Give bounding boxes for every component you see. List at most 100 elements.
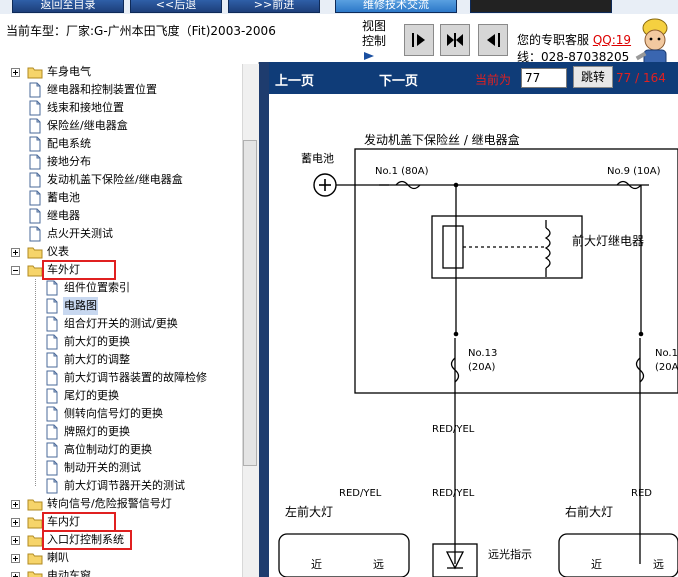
tree-item[interactable]: 继电器 bbox=[0, 207, 242, 225]
back-button[interactable]: <<后退 bbox=[130, 0, 222, 13]
tree-item-label: 尾灯的更换 bbox=[64, 389, 119, 402]
tree-item[interactable]: 车外灯 bbox=[0, 261, 242, 279]
back-to-catalog-button[interactable]: 返回至目录 bbox=[12, 0, 124, 13]
wire-label-2: RED/YEL bbox=[339, 488, 382, 499]
document-icon bbox=[29, 154, 41, 170]
folder-icon bbox=[27, 553, 43, 565]
tree-item[interactable]: 侧转向信号灯的更换 bbox=[0, 405, 242, 423]
right-near-label: 近 bbox=[591, 558, 602, 571]
tree-item[interactable]: 前大灯的更换 bbox=[0, 333, 242, 351]
highlight-exterior-lights bbox=[42, 260, 116, 280]
prev-page-link[interactable]: 上一页 bbox=[275, 74, 315, 89]
document-icon bbox=[46, 442, 58, 458]
expand-icon[interactable] bbox=[11, 500, 20, 509]
tree-item-label: 前大灯的更换 bbox=[64, 335, 130, 348]
tree-item[interactable]: 车身电气 bbox=[0, 63, 242, 81]
expand-icon[interactable] bbox=[11, 248, 20, 257]
document-icon bbox=[46, 352, 58, 368]
tree-item[interactable]: 车内灯 bbox=[0, 513, 242, 531]
top-dark-button[interactable] bbox=[470, 0, 612, 13]
tree-item[interactable]: 转向信号/危险报警信号灯 bbox=[0, 495, 242, 513]
service-label: 您的专职客服 bbox=[517, 33, 590, 47]
tree-item-label: 侧转向信号灯的更换 bbox=[64, 407, 163, 420]
view-double-page-button[interactable] bbox=[440, 24, 470, 56]
tree-item-label: 喇叭 bbox=[47, 551, 69, 564]
wire-label-3: RED/YEL bbox=[432, 488, 475, 499]
tree-item-label: 继电器 bbox=[47, 209, 80, 222]
qq-link[interactable]: QQ:19 bbox=[592, 33, 632, 47]
tree-item[interactable]: 保险丝/继电器盒 bbox=[0, 117, 242, 135]
document-icon bbox=[29, 190, 41, 206]
tree-item[interactable]: 前大灯的调整 bbox=[0, 351, 242, 369]
tree-item[interactable]: 电动车窗 bbox=[0, 567, 242, 577]
expand-icon[interactable] bbox=[11, 572, 20, 577]
tree-item-label: 高位制动灯的更换 bbox=[64, 443, 152, 456]
view-single-page-button[interactable] bbox=[404, 24, 434, 56]
expand-icon[interactable] bbox=[11, 536, 20, 545]
right-headlamp-box bbox=[558, 533, 678, 577]
next-page-link[interactable]: 下一页 bbox=[379, 74, 419, 89]
page-count: 77 / 164 bbox=[616, 71, 666, 85]
document-icon bbox=[29, 118, 41, 134]
document-icon bbox=[29, 208, 41, 224]
tree-item[interactable]: 尾灯的更换 bbox=[0, 387, 242, 405]
top-toolbar: 返回至目录 <<后退 >>前进 维修技术交流 bbox=[0, 0, 678, 14]
tech-exchange-button[interactable]: 维修技术交流 bbox=[335, 0, 457, 13]
tree-item[interactable]: 前大灯调节器开关的测试 bbox=[0, 477, 242, 495]
tree-item-label: 蓄电池 bbox=[47, 191, 80, 204]
service-info: 您的专职客服 QQ:19 bbox=[517, 31, 631, 48]
folder-icon bbox=[27, 499, 43, 511]
tree-guide-line bbox=[35, 279, 36, 486]
tree-item[interactable]: 组合灯开关的测试/更换 bbox=[0, 315, 242, 333]
indicator-box bbox=[432, 543, 478, 577]
tree-item-label: 前大灯调节器装置的故障检修 bbox=[64, 371, 207, 384]
expand-icon[interactable] bbox=[11, 518, 20, 527]
document-icon bbox=[29, 100, 41, 116]
collapse-icon[interactable] bbox=[11, 266, 20, 275]
tree-item[interactable]: 点火开关测试 bbox=[0, 225, 242, 243]
tree-item[interactable]: 电路图 bbox=[0, 297, 242, 315]
fuse-box-outline bbox=[354, 148, 678, 394]
view-fit-button[interactable] bbox=[478, 24, 508, 56]
go-button[interactable]: 跳转 bbox=[573, 66, 613, 88]
tree-item[interactable]: 前大灯调节器装置的故障检修 bbox=[0, 369, 242, 387]
tree-item[interactable]: 仪表 bbox=[0, 243, 242, 261]
tree-item[interactable]: 高位制动灯的更换 bbox=[0, 441, 242, 459]
wire-label-1: RED/YEL bbox=[432, 424, 475, 435]
tree-item-label: 线束和接地位置 bbox=[47, 101, 124, 114]
forward-button[interactable]: >>前进 bbox=[228, 0, 320, 13]
tree-scrollbar-thumb[interactable] bbox=[243, 140, 257, 466]
indicator-label: 远光指示 bbox=[488, 547, 532, 561]
expand-icon[interactable] bbox=[11, 554, 20, 563]
content-pane: 上一页 下一页 当前为 跳转 77 / 164 bbox=[269, 62, 678, 577]
page-number-input[interactable] bbox=[521, 68, 567, 88]
tree-item[interactable]: 继电器和控制装置位置 bbox=[0, 81, 242, 99]
document-icon bbox=[46, 478, 58, 494]
pane-divider[interactable] bbox=[259, 62, 269, 577]
fuse-right-symbol bbox=[635, 357, 645, 383]
tree-item[interactable]: 组件位置索引 bbox=[0, 279, 242, 297]
document-icon bbox=[46, 370, 58, 386]
wire-label-4: RED bbox=[631, 488, 652, 499]
tree-item-label: 前大灯调节器开关的测试 bbox=[64, 479, 185, 492]
tree-item[interactable]: 线束和接地位置 bbox=[0, 99, 242, 117]
tree-item[interactable]: 蓄电池 bbox=[0, 189, 242, 207]
folder-icon bbox=[27, 535, 43, 547]
tree-item[interactable]: 牌照灯的更换 bbox=[0, 423, 242, 441]
tree-item-label: 车内灯 bbox=[47, 515, 80, 528]
catalog-tree: 车身电气继电器和控制装置位置线束和接地位置保险丝/继电器盒配电系统接地分布发动机… bbox=[0, 62, 259, 577]
document-icon bbox=[46, 316, 58, 332]
tree-item[interactable]: 喇叭 bbox=[0, 549, 242, 567]
folder-icon bbox=[27, 247, 43, 259]
tree-item[interactable]: 配电系统 bbox=[0, 135, 242, 153]
tree-item[interactable]: 制动开关的测试 bbox=[0, 459, 242, 477]
tree-item-label: 转向信号/危险报警信号灯 bbox=[47, 497, 172, 510]
tree-item-label: 组合灯开关的测试/更换 bbox=[64, 317, 178, 330]
fuse-no1-symbol bbox=[395, 180, 421, 190]
document-icon bbox=[46, 280, 58, 296]
tree-item-label: 入口灯控制系统 bbox=[47, 533, 124, 546]
page-nav-bar: 上一页 下一页 当前为 跳转 77 / 164 bbox=[269, 62, 678, 94]
tree-item[interactable]: 发动机盖下保险丝/继电器盒 bbox=[0, 171, 242, 189]
tree-item[interactable]: 接地分布 bbox=[0, 153, 242, 171]
expand-icon[interactable] bbox=[11, 68, 20, 77]
